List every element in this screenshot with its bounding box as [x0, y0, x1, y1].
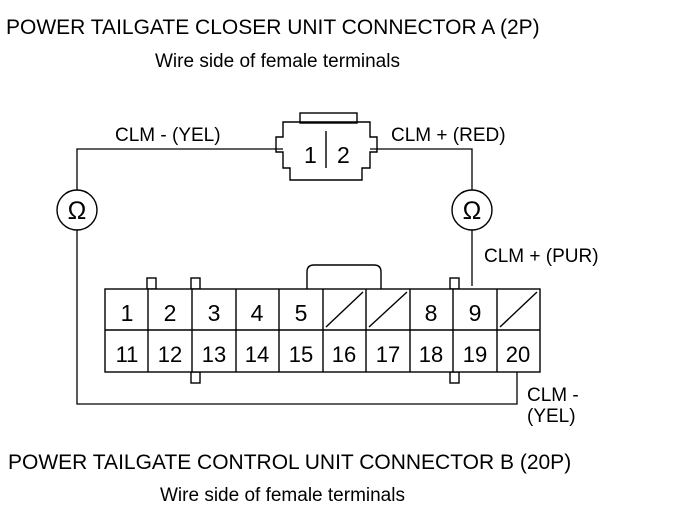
- connector-a-title: POWER TAILGATE CLOSER UNIT CONNECTOR A (…: [6, 16, 540, 39]
- wire-label-b-yel-2: (YEL): [527, 406, 576, 427]
- connector-b-pin: 1: [121, 300, 134, 326]
- empty-cavity-10: [499, 291, 538, 328]
- wires: [76, 148, 518, 405]
- connector-a: [275, 112, 378, 181]
- connector-b-pin: 16: [332, 342, 356, 367]
- connector-a-subtitle: Wire side of female terminals: [155, 51, 400, 72]
- connector-b-pin: 5: [295, 300, 308, 326]
- wire-label-b-yel-1: CLM -: [527, 385, 579, 406]
- connector-b-latch: [306, 264, 382, 289]
- connector-b-tab: [449, 371, 460, 384]
- wire-red-a: [370, 148, 473, 190]
- connector-b-pin: 17: [376, 342, 400, 367]
- wire-yel-a: [76, 148, 283, 190]
- connector-b-pin: 14: [245, 342, 269, 367]
- connector-b-pin: 18: [419, 342, 443, 367]
- connector-b-tab: [190, 277, 201, 290]
- connector-b-subtitle: Wire side of female terminals: [160, 485, 405, 506]
- connector-b-pin: 9: [469, 300, 482, 326]
- connector-a-pin-1: 1: [304, 142, 317, 168]
- connector-b-pin: 8: [425, 300, 438, 326]
- connector-b-pin: 11: [116, 342, 139, 367]
- connector-b-pin: 12: [158, 342, 182, 367]
- wire-label-a-left: CLM - (YEL): [115, 125, 221, 146]
- connector-b-pin: 2: [164, 300, 177, 326]
- ohmmeter-left: Ω: [56, 189, 98, 231]
- empty-cavity-6: [325, 291, 364, 328]
- empty-cavity-7: [368, 291, 408, 328]
- ohm-icon: Ω: [463, 197, 482, 225]
- connector-b-title: POWER TAILGATE CONTROL UNIT CONNECTOR B …: [8, 451, 571, 474]
- wire-yel-b: [76, 230, 518, 405]
- connector-b-tab: [146, 277, 157, 290]
- connector-a-housing: [275, 121, 378, 181]
- ohm-icon: Ω: [68, 197, 87, 225]
- connector-a-pin-2: 2: [337, 142, 350, 168]
- wire-label-b-pur: CLM + (PUR): [484, 246, 599, 267]
- connector-b-pin: 19: [463, 342, 487, 367]
- connector-b-tab: [190, 371, 201, 384]
- connector-b-pin: 13: [202, 342, 226, 367]
- connector-b-pin: 15: [289, 342, 313, 367]
- ohmmeter-right: Ω: [451, 189, 493, 231]
- connector-b-tab: [449, 277, 460, 290]
- connector-b-pin: 20: [506, 342, 530, 367]
- connector-b-pin: 3: [208, 300, 221, 326]
- connector-b: [104, 264, 541, 384]
- connector-a-latch: [299, 112, 358, 124]
- wire-label-a-right: CLM + (RED): [391, 125, 506, 146]
- connector-b-pin: 4: [251, 300, 264, 326]
